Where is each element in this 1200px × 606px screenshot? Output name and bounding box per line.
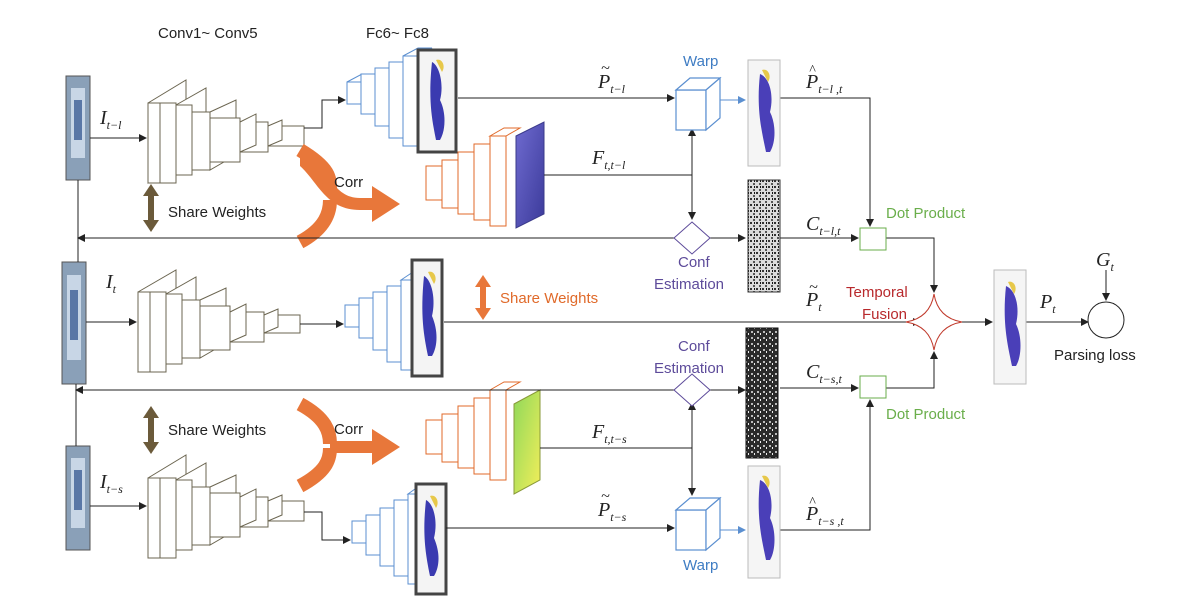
math-I-t-minus-s: It−s: [99, 471, 123, 496]
corr-merge-arrow-top: [296, 143, 400, 249]
dot-product-label-bottom: Dot Product: [886, 406, 966, 423]
conv-stack-bottom: [147, 454, 305, 559]
math-C-t-minus-s-t: Ct−s,t: [806, 361, 842, 386]
conv-header-label: Conv1~ Conv5: [158, 25, 258, 42]
dot-product-box-bottom: [859, 375, 887, 399]
fc-stack-top: [346, 47, 458, 154]
warped-parsing-top: [747, 59, 781, 167]
conf-estimation-bottom-line1: Conf: [678, 338, 711, 355]
corr-stack-bottom: [425, 381, 541, 495]
conf-estimation-top-line1: Conf: [678, 254, 711, 271]
fc-stack-bottom: [351, 482, 448, 596]
hat-mark-top: ^: [809, 63, 816, 78]
confidence-map-top: [747, 179, 781, 293]
parsing-loss-node: [1087, 301, 1125, 339]
warp-box-top: [674, 76, 722, 132]
math-G-t: Gt: [1096, 249, 1114, 274]
temporal-fusion-line1: Temporal: [846, 284, 908, 301]
corr-label-bottom: Corr: [334, 421, 363, 438]
conf-estimation-diamond-bottom: [673, 373, 711, 407]
tilde-mark-middle: ~: [809, 279, 818, 296]
input-frame-t: [61, 261, 87, 385]
math-P-tilde-t-minus-s: Pt−s: [597, 499, 627, 524]
connection-lines: [75, 94, 1110, 544]
math-I-t: It: [105, 271, 117, 296]
temporal-fusion-line2: Fusion: [862, 306, 907, 323]
share-weights-arrow-bottom: [143, 406, 159, 454]
conf-estimation-diamond-top: [673, 221, 711, 255]
math-P-t-output: Pt: [1039, 291, 1056, 316]
corr-merge-arrow-bottom: [296, 397, 400, 493]
corr-stack-top: [425, 121, 545, 229]
input-frame-t-minus-s: [65, 445, 91, 551]
math-F-t-t-minus-l: Ft,t−l: [591, 147, 626, 172]
input-frame-t-minus-l: [65, 75, 91, 181]
conf-estimation-bottom-line2: Estimation: [654, 360, 724, 377]
share-weights-label-top: Share Weights: [168, 204, 266, 221]
warp-label-bottom: Warp: [683, 557, 718, 574]
dot-product-box-top: [859, 227, 887, 251]
conv-stack-top: [147, 79, 305, 184]
math-C-t-minus-l-t: Ct−l,t: [806, 213, 841, 238]
warp-box-bottom: [674, 496, 722, 552]
fc-header-label: Fc6~ Fc8: [366, 25, 429, 42]
share-weights-arrow-middle: [475, 275, 491, 320]
math-P-tilde-t: Pt: [805, 289, 822, 314]
tilde-mark-bottom: ~: [601, 488, 610, 505]
share-weights-label-middle: Share Weights: [500, 290, 598, 307]
output-parsing-image: [993, 269, 1027, 385]
math-I-t-minus-l: It−l: [99, 107, 122, 132]
dot-product-label-top: Dot Product: [886, 205, 966, 222]
share-weights-label-bottom: Share Weights: [168, 422, 266, 439]
conv-stack-middle: [137, 269, 301, 373]
tilde-mark-top: ~: [601, 60, 610, 77]
math-F-t-t-minus-s: Ft,t−s: [591, 421, 627, 446]
warp-label-top: Warp: [683, 53, 718, 70]
math-P-tilde-t-minus-l: Pt−l: [597, 71, 626, 96]
fc-stack-middle: [344, 258, 444, 378]
temporal-fusion-star: [905, 293, 963, 351]
confidence-map-bottom: [745, 327, 779, 459]
warped-parsing-bottom: [747, 465, 781, 579]
hat-mark-bottom: ^: [809, 495, 816, 510]
conf-estimation-top-line2: Estimation: [654, 276, 724, 293]
math-P-hat-t-minus-l: Pt−l ,t: [805, 71, 843, 96]
corr-label-top: Corr: [334, 174, 363, 191]
share-weights-arrow-top: [143, 184, 159, 232]
parsing-loss-label: Parsing loss: [1054, 347, 1136, 364]
math-P-hat-t-minus-s: Pt−s ,t: [805, 503, 844, 528]
